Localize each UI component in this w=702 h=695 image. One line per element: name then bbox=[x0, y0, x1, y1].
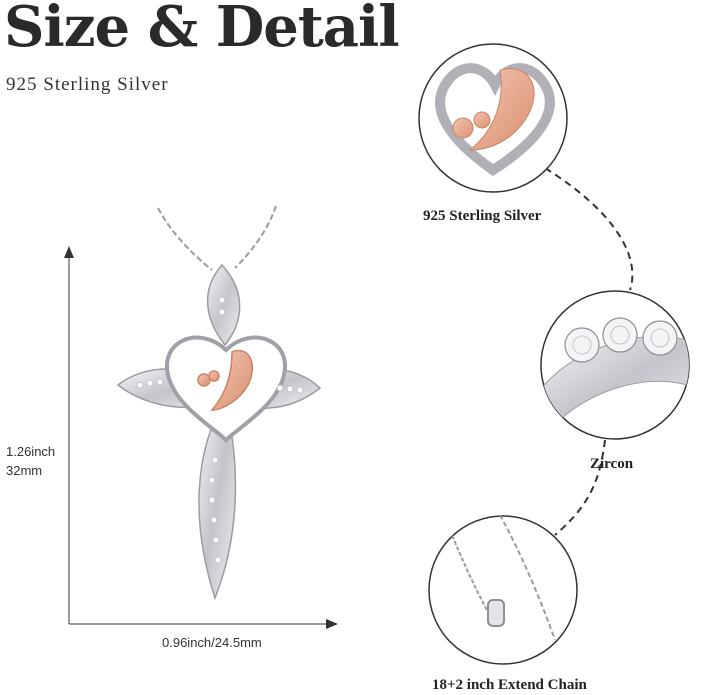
detail-caption-zircon: Zircon bbox=[590, 456, 634, 472]
detail-caption-chain: 18+2 inch Extend Chain bbox=[432, 677, 587, 693]
height-label: 1.26inch 32mm bbox=[6, 442, 55, 480]
height-inch-label: 1.26inch bbox=[6, 444, 56, 459]
detail-circle-heart bbox=[418, 43, 568, 193]
material-subtitle: 925 Sterling Silver bbox=[6, 74, 169, 95]
cross-pendant bbox=[116, 263, 322, 601]
detail-caption-silver: 925 Sterling Silver bbox=[423, 208, 542, 224]
connector-dashes bbox=[544, 167, 634, 536]
detail-circle-chain bbox=[428, 515, 578, 665]
height-mm-label: 32mm bbox=[6, 463, 43, 478]
width-label: 0.96inch/24.5mm bbox=[162, 635, 262, 650]
detail-circle-zircon bbox=[540, 290, 690, 440]
necklace-chain bbox=[157, 205, 277, 271]
page-title: Size & Detail bbox=[4, 0, 400, 60]
width-dimension-line bbox=[69, 619, 338, 629]
height-dimension-line bbox=[64, 246, 74, 624]
